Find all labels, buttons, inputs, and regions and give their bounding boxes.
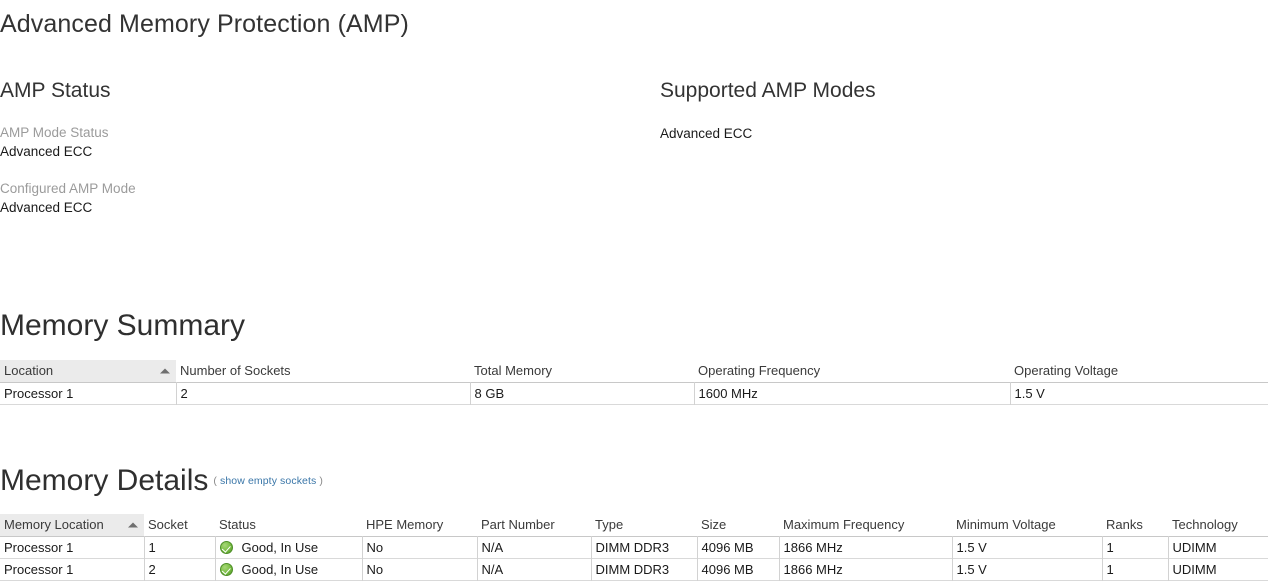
status-ok-icon [219,562,233,576]
amp-status-section: AMP Status AMP Mode Status Advanced ECC … [0,78,620,236]
cell-operating-frequency: 1600 MHz [693,382,1010,405]
status-ok-icon [219,540,233,554]
show-empty-sockets-wrapper: ( show empty sockets ) [213,475,323,487]
column-header-maximum-frequency[interactable]: Maximum Frequency [779,514,952,537]
cell-type: DIMM DDR3 [590,536,697,559]
cell-hpe-memory: No [361,558,477,581]
column-header-socket-label: Socket [148,516,188,532]
column-header-total-memory-label: Total Memory [474,362,553,378]
table-row[interactable]: Processor 1 1 Good, In Use No N/A DIMM D… [0,536,1268,559]
cell-memory-location: Processor 1 [4,539,74,555]
configured-amp-mode-label: Configured AMP Mode [0,181,136,197]
column-header-type[interactable]: Type [591,514,697,537]
configured-amp-mode-value: Advanced ECC [0,200,93,216]
table-row[interactable]: Processor 1 2 Good, In Use No N/A DIMM D… [0,558,1268,581]
show-empty-sockets-link[interactable]: show empty sockets [220,475,317,487]
cell-location: Processor 1 [4,385,74,401]
column-header-number-of-sockets-label: Number of Sockets [180,362,291,378]
column-header-part-number-label: Part Number [481,516,555,532]
memory-details-heading: Memory Details ( show empty sockets ) [0,465,323,497]
column-header-location[interactable]: Location [0,360,176,383]
table-row[interactable]: Processor 1 2 8 GB 1600 MHz 1.5 V [0,382,1268,405]
cell-status: Good, In Use [214,536,362,559]
amp-mode-status-value: Advanced ECC [0,144,93,160]
column-header-hpe-memory-label: HPE Memory [366,516,444,532]
column-header-minimum-voltage-label: Minimum Voltage [956,516,1056,532]
supported-amp-modes-section: Supported AMP Modes Advanced ECC [660,78,1220,143]
column-header-ranks-label: Ranks [1106,516,1143,532]
cell-total-memory: 8 GB [469,382,694,405]
configured-amp-mode-field: Configured AMP Mode Advanced ECC [0,180,620,217]
column-header-part-number[interactable]: Part Number [477,514,591,537]
cell-memory-location: Processor 1 [4,561,74,577]
cell-hpe-memory: No [361,536,477,559]
column-header-operating-frequency-label: Operating Frequency [698,362,821,378]
column-header-status[interactable]: Status [215,514,362,537]
column-header-maximum-frequency-label: Maximum Frequency [783,516,905,532]
cell-technology: UDIMM [1167,558,1268,581]
cell-minimum-voltage: 1.5 V [951,558,1102,581]
supported-mode-item: Advanced ECC [660,126,753,142]
paren-open: ( [213,475,217,487]
cell-minimum-voltage: 1.5 V [951,536,1102,559]
cell-socket: 2 [143,558,215,581]
column-header-technology-label: Technology [1172,516,1238,532]
cell-operating-voltage: 1.5 V [1009,382,1268,405]
column-header-technology[interactable]: Technology [1168,514,1268,537]
amp-mode-status-label: AMP Mode Status [0,125,109,141]
cell-size: 4096 MB [696,558,779,581]
table-header-row: Location Number of Sockets Total Memory … [0,360,1268,383]
memory-summary-heading: Memory Summary [0,309,246,342]
cell-part-number: N/A [476,558,591,581]
column-header-minimum-voltage[interactable]: Minimum Voltage [952,514,1102,537]
column-header-total-memory[interactable]: Total Memory [470,360,694,383]
column-header-type-label: Type [595,516,624,532]
cell-part-number: N/A [476,536,591,559]
column-header-socket[interactable]: Socket [144,514,215,537]
page-title: Advanced Memory Protection (AMP) [0,10,409,38]
sort-ascending-icon [160,368,170,374]
paren-close: ) [319,475,323,487]
column-header-size[interactable]: Size [697,514,779,537]
column-header-ranks[interactable]: Ranks [1102,514,1168,537]
column-header-size-label: Size [701,516,727,532]
memory-summary-table: Location Number of Sockets Total Memory … [0,360,1268,405]
column-header-memory-location-label: Memory Location [4,516,104,532]
column-header-number-of-sockets[interactable]: Number of Sockets [176,360,470,383]
supported-amp-modes-heading: Supported AMP Modes [660,79,876,102]
sort-ascending-icon [128,522,138,528]
cell-status-label: Good, In Use [241,539,319,555]
cell-ranks: 1 [1101,558,1168,581]
cell-size: 4096 MB [696,536,779,559]
cell-status-label: Good, In Use [241,561,319,577]
column-header-operating-voltage-label: Operating Voltage [1014,362,1119,378]
cell-number-of-sockets: 2 [175,382,470,405]
column-header-status-label: Status [219,516,256,532]
memory-details-heading-label: Memory Details [0,464,209,497]
table-header-row: Memory Location Socket Status HPE Memory… [0,514,1268,537]
memory-details-table: Memory Location Socket Status HPE Memory… [0,514,1268,581]
cell-maximum-frequency: 1866 MHz [778,558,952,581]
column-header-operating-frequency[interactable]: Operating Frequency [694,360,1010,383]
column-header-hpe-memory[interactable]: HPE Memory [362,514,477,537]
cell-socket: 1 [143,536,215,559]
cell-ranks: 1 [1101,536,1168,559]
column-header-memory-location[interactable]: Memory Location [0,514,144,537]
column-header-operating-voltage[interactable]: Operating Voltage [1010,360,1268,383]
amp-status-heading: AMP Status [0,79,111,102]
cell-technology: UDIMM [1167,536,1268,559]
cell-type: DIMM DDR3 [590,558,697,581]
amp-mode-status-field: AMP Mode Status Advanced ECC [0,124,620,161]
column-header-location-label: Location [4,362,54,378]
cell-maximum-frequency: 1866 MHz [778,536,952,559]
cell-status: Good, In Use [214,558,362,581]
